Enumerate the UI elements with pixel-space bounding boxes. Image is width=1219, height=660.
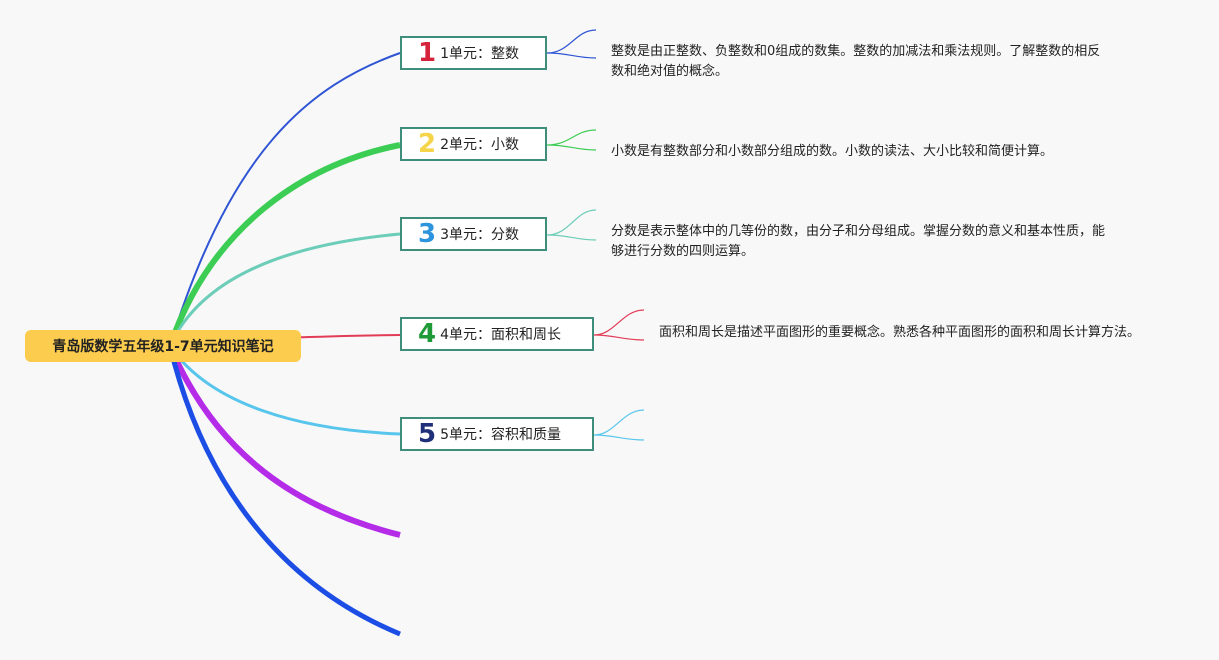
fork-unit-5 <box>593 409 645 441</box>
branch-unit-2 <box>167 142 401 347</box>
branch-unit-5 <box>168 345 401 436</box>
unit-2-description: 小数是有整数部分和小数部分组成的数。小数的读法、大小比较和简便计算。 <box>611 144 1054 159</box>
branch-extra-2 <box>167 345 401 637</box>
fork-unit-4 <box>593 309 645 341</box>
number-4-icon: 4 <box>418 319 437 349</box>
unit-label: 5单元：容积和质量 <box>440 427 562 443</box>
fork-unit-1 <box>546 29 597 59</box>
unit-label: 3单元：分数 <box>440 227 520 243</box>
root-topic-label: 青岛版数学五年级1-7单元知识笔记 <box>52 339 274 355</box>
unit-label: 1单元：整数 <box>440 46 520 62</box>
unit-node-4[interactable]: 4 4单元：面积和周长 <box>400 317 594 351</box>
branch-unit-1 <box>169 52 401 347</box>
unit-node-3[interactable]: 3 3单元：分数 <box>400 217 547 251</box>
unit-node-1[interactable]: 1 1单元：整数 <box>400 36 547 70</box>
unit-label: 4单元：面积和周长 <box>440 327 562 343</box>
number-3-icon: 3 <box>418 219 437 249</box>
number-1-icon: 1 <box>418 38 437 68</box>
number-2-icon: 2 <box>418 129 437 159</box>
unit-label: 2单元：小数 <box>440 137 520 153</box>
unit-4-description: 面积和周长是描述平面图形的重要概念。熟悉各种平面图形的面积和周长计算方法。 <box>659 325 1141 340</box>
branch-unit-3 <box>168 232 401 347</box>
unit-node-2[interactable]: 2 2单元：小数 <box>400 127 547 161</box>
unit-node-5[interactable]: 5 5单元：容积和质量 <box>400 417 594 451</box>
fork-unit-2 <box>546 129 597 151</box>
fork-unit-3 <box>546 209 597 241</box>
root-topic[interactable]: 青岛版数学五年级1-7单元知识笔记 <box>25 330 301 362</box>
number-5-icon: 5 <box>418 419 437 449</box>
unit-1-description: 整数是由正整数、负整数和0组成的数集。整数的加减法和乘法规则。了解整数的相反数和… <box>611 44 1101 79</box>
unit-3-description: 分数是表示整体中的几等份的数，由分子和分母组成。掌握分数的意义和基本性质，能够进… <box>611 224 1106 259</box>
branch-extra-1 <box>167 344 401 538</box>
